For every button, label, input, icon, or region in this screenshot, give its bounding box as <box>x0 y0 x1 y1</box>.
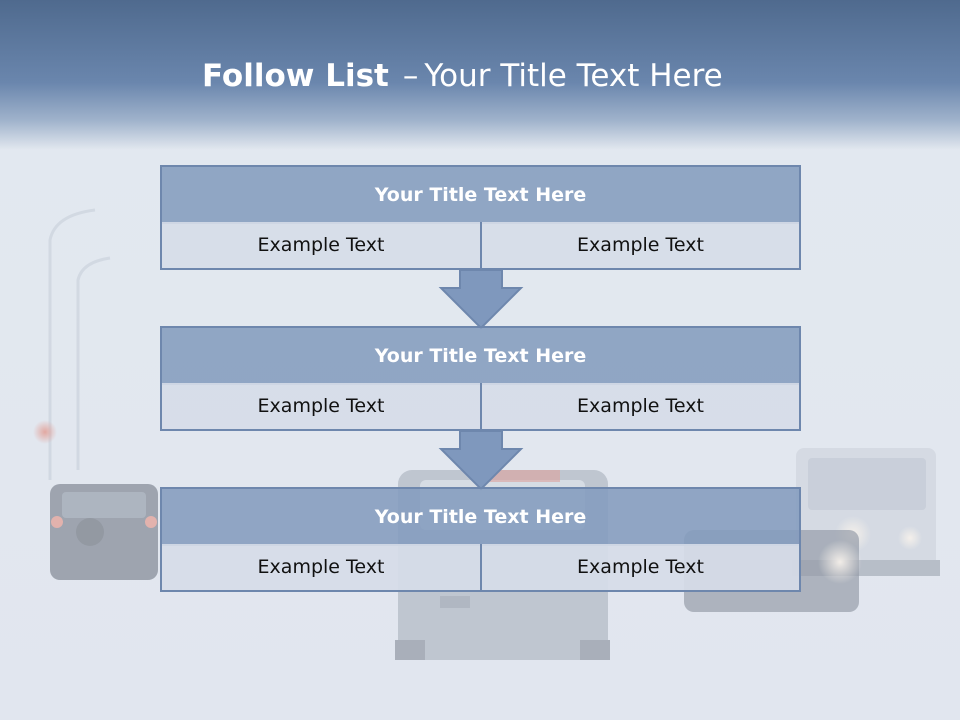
list-block-left-text: Example Text <box>160 222 482 270</box>
list-block-3: Your Title Text Here Example Text Exampl… <box>160 487 801 592</box>
list-block-left-text: Example Text <box>160 544 482 592</box>
down-arrow-icon <box>438 430 524 491</box>
slide-title-rest: Your Title Text Here <box>424 58 723 94</box>
slide-title-separator: – <box>402 58 419 94</box>
street-lamp <box>48 208 111 480</box>
list-block-title: Your Title Text Here <box>160 326 801 385</box>
list-block-right-text: Example Text <box>480 222 801 270</box>
list-block-1: Your Title Text Here Example Text Exampl… <box>160 165 801 270</box>
list-block-left-text: Example Text <box>160 383 482 431</box>
list-block-title: Your Title Text Here <box>160 165 801 224</box>
list-block-right-text: Example Text <box>480 544 801 592</box>
list-block-2: Your Title Text Here Example Text Exampl… <box>160 326 801 431</box>
down-arrow-icon <box>438 269 524 330</box>
car-left <box>50 484 158 580</box>
list-block-title: Your Title Text Here <box>160 487 801 546</box>
slide-title: Follow List–Your Title Text Here <box>202 54 723 98</box>
header-band <box>0 0 960 150</box>
list-block-right-text: Example Text <box>480 383 801 431</box>
slide-title-bold: Follow List <box>202 58 389 94</box>
